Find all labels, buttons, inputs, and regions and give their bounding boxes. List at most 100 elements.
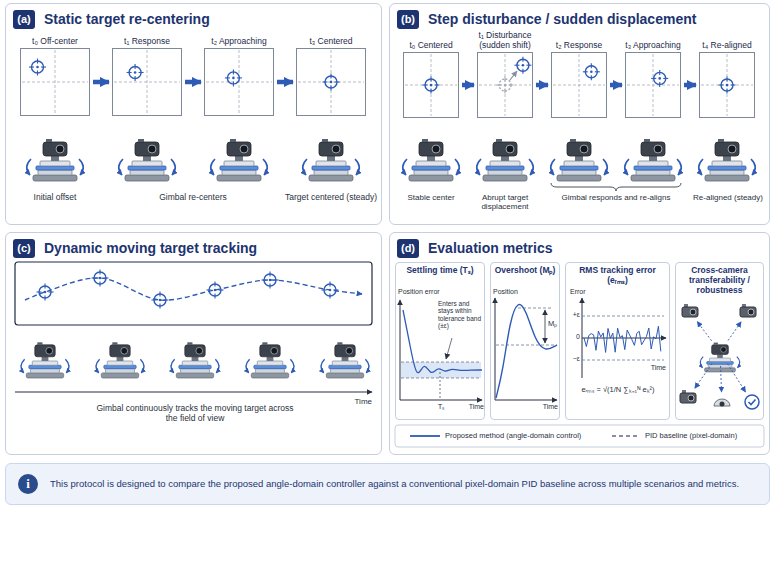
callout-note: Enters and stays within tolerance band (… bbox=[438, 300, 484, 330]
illustration-shape bbox=[721, 347, 727, 353]
illustration-shape bbox=[331, 369, 360, 373]
illustration-shape bbox=[726, 77, 727, 82]
illustration-shape bbox=[119, 159, 123, 175]
sequence-arrow bbox=[610, 83, 622, 88]
illustration-shape bbox=[636, 170, 670, 175]
illustration-shape bbox=[603, 159, 607, 175]
metric-card: Cross-camera transferability / robustnes… bbox=[675, 262, 764, 420]
illustration-shape bbox=[219, 289, 224, 290]
panel-title: Evaluation metrics bbox=[428, 238, 553, 258]
axis-tick: Tₛ bbox=[433, 403, 449, 412]
illustration-shape bbox=[227, 142, 251, 156]
illustration-shape bbox=[159, 292, 160, 297]
illustration-shape bbox=[135, 64, 136, 69]
legend-label: Proposed method (angle-domain control) bbox=[445, 431, 581, 441]
metric-card: Overshoot (Mₚ) bbox=[490, 262, 560, 420]
formula: eᵣₘₛ = √(1/N ∑ₖ₌₁ᴺ eₖ²) bbox=[567, 386, 669, 395]
illustration-shape bbox=[427, 156, 435, 161]
metric-card: RMS tracking error (eᵣₘₛ) bbox=[565, 262, 670, 420]
sequence-arrow bbox=[277, 80, 293, 85]
error-signal bbox=[584, 326, 661, 352]
target-marker bbox=[583, 63, 600, 80]
dimension-arrow bbox=[545, 310, 546, 343]
crosshair bbox=[147, 50, 148, 114]
gimbal-icon bbox=[171, 342, 219, 378]
illustration-shape bbox=[121, 347, 128, 354]
bracket bbox=[551, 183, 681, 191]
axis-label: Time bbox=[636, 364, 666, 372]
metric-title: Settling time (Tₛ) bbox=[398, 266, 482, 276]
crosshair bbox=[653, 54, 654, 116]
crosshair bbox=[579, 54, 580, 116]
dome-camera bbox=[714, 399, 730, 406]
frame-heading: t₄ Re-aligned bbox=[686, 41, 768, 51]
panel-badge: (d) bbox=[397, 239, 419, 258]
camera-icon bbox=[740, 304, 756, 317]
sequence-arrow bbox=[462, 83, 474, 88]
illustration-line bbox=[582, 360, 664, 361]
illustration-shape bbox=[529, 159, 533, 175]
frame-heading: t₂ Response bbox=[538, 41, 620, 51]
illustration-shape bbox=[135, 142, 159, 156]
illustration-shape bbox=[211, 159, 215, 175]
illustration-shape bbox=[117, 357, 124, 361]
target-marker bbox=[322, 282, 339, 299]
illustration-shape bbox=[355, 159, 359, 175]
gimbal-icon bbox=[27, 139, 84, 181]
illustration-shape bbox=[31, 369, 60, 373]
transfer-arrow bbox=[728, 322, 741, 341]
target-marker bbox=[37, 284, 54, 301]
gimbal-icon bbox=[303, 139, 360, 181]
time-axis bbox=[15, 391, 372, 392]
illustration-shape bbox=[37, 71, 38, 76]
illustration-shape bbox=[222, 170, 256, 175]
illustration-shape bbox=[271, 347, 278, 354]
illustration-shape bbox=[237, 77, 242, 78]
illustration-shape bbox=[749, 400, 756, 405]
illustration-shape bbox=[329, 282, 330, 287]
illustration-shape bbox=[148, 145, 156, 153]
illustration-shape bbox=[140, 359, 144, 373]
illustration-shape bbox=[751, 159, 755, 175]
axis bbox=[495, 400, 557, 401]
illustration-shape bbox=[33, 175, 77, 181]
illustration-shape bbox=[36, 166, 74, 170]
illustration-shape bbox=[56, 145, 64, 153]
illustration-shape bbox=[217, 175, 261, 181]
illustration-shape bbox=[416, 161, 446, 166]
illustration-shape bbox=[152, 299, 157, 300]
axis bbox=[400, 400, 482, 401]
illustration-shape bbox=[455, 159, 459, 175]
illustration-shape bbox=[564, 161, 594, 166]
metric-card: Settling time (Tₛ) bbox=[395, 262, 485, 420]
metric-title: Cross-camera transferability / robustnes… bbox=[678, 266, 761, 295]
illustration-shape bbox=[36, 66, 39, 69]
illustration-shape bbox=[699, 159, 703, 175]
illustration-shape bbox=[486, 166, 524, 170]
illustration-shape bbox=[477, 159, 481, 175]
illustration-shape bbox=[192, 357, 199, 361]
target-marker bbox=[29, 59, 46, 76]
illustration-shape bbox=[501, 156, 509, 161]
illustration-shape bbox=[557, 175, 601, 181]
illustration-shape bbox=[51, 156, 59, 161]
illustration-shape bbox=[323, 81, 328, 82]
crosshair bbox=[55, 50, 56, 114]
gimbal-icon bbox=[246, 342, 294, 378]
illustration-shape bbox=[504, 84, 507, 87]
illustration-shape bbox=[128, 166, 166, 170]
illustration-shape bbox=[726, 84, 729, 87]
illustration-shape bbox=[181, 369, 210, 373]
crosshair bbox=[701, 85, 753, 86]
illustration-shape bbox=[134, 71, 137, 74]
camera-frame: t₃ Centered bbox=[296, 48, 366, 116]
frame-heading: t₁ Disturbance (sudden shift) bbox=[464, 31, 546, 51]
phase-caption: Gimbal responds and re-aligns bbox=[551, 193, 681, 202]
crosshair bbox=[727, 54, 728, 116]
illustration-shape bbox=[567, 142, 591, 156]
illustration-shape bbox=[125, 175, 169, 181]
frame-heading: t₃ Centered bbox=[283, 37, 379, 47]
camera-frame: t₁ Disturbance (sudden shift) bbox=[477, 52, 533, 118]
illustration-shape bbox=[526, 65, 531, 66]
illustration-shape bbox=[688, 395, 694, 401]
